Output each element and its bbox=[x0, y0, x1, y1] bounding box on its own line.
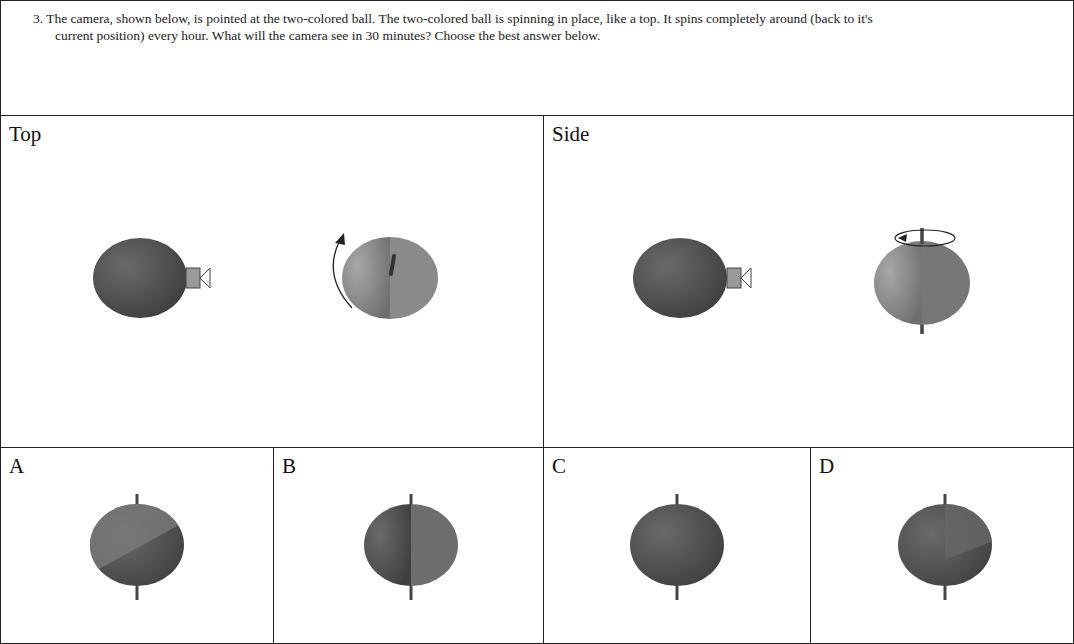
answer-panel: A bbox=[0, 447, 274, 644]
option-letter: B bbox=[282, 454, 296, 478]
option-b-ball bbox=[362, 494, 461, 600]
view-panel: Top bbox=[0, 115, 544, 448]
option-d-ball bbox=[896, 494, 996, 600]
question-text: 3. The camera, shown below, is pointed a… bbox=[11, 10, 885, 44]
option-letter: A bbox=[9, 454, 24, 478]
panel-label: Top bbox=[9, 122, 41, 146]
option-c-ball bbox=[630, 494, 724, 600]
option-letter: C bbox=[552, 454, 566, 478]
side-spinning-ball bbox=[872, 228, 974, 334]
side-ball-camera bbox=[633, 238, 751, 318]
option-letter: D bbox=[819, 454, 834, 478]
answer-panel: B bbox=[273, 447, 544, 644]
option-a-ball bbox=[88, 494, 188, 600]
answer-panel: C bbox=[543, 447, 811, 644]
answer-panel: D bbox=[810, 447, 1074, 644]
top-spinning-ball bbox=[333, 233, 440, 325]
top-ball-camera bbox=[93, 238, 210, 318]
panel-label: Side bbox=[552, 122, 589, 146]
question-box: 3. The camera, shown below, is pointed a… bbox=[0, 0, 1074, 116]
view-panel: Side bbox=[543, 115, 1074, 448]
